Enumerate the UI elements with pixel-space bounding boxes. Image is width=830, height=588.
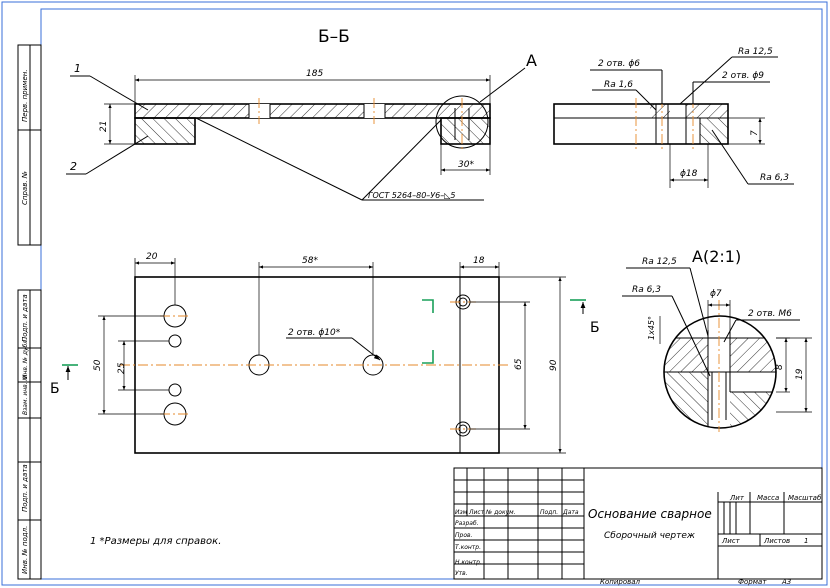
dim-90: 90	[549, 359, 559, 371]
dim-58: 58*	[302, 256, 318, 266]
ra-12-5-detail: Ra 12,5	[642, 257, 677, 267]
col-doc: № докум.	[485, 509, 516, 516]
dim-185: 185	[306, 69, 323, 79]
reference-note: 1 *Размеры для справок.	[90, 536, 221, 547]
listov-value: 1	[804, 537, 808, 545]
listov-label: Листов	[763, 537, 790, 545]
row-razrab: Разраб.	[455, 520, 479, 527]
cut-mark-right: Б	[590, 320, 600, 336]
weld-note: ГОСТ 5264–80–У6–◺5	[368, 191, 456, 200]
drawing-name: Основание сварное	[588, 507, 712, 521]
title-block: Изм Лист № докум. Подп. Дата Разраб. Про…	[453, 467, 823, 586]
ra-12-5-side: Ra 12,5	[738, 47, 773, 57]
dim-65: 65	[514, 358, 524, 370]
row-tkontr: Т.контр.	[455, 544, 481, 551]
ra-6-3-detail: Ra 6,3	[632, 285, 661, 295]
detail-title: А(2:1)	[692, 247, 741, 266]
kopiroval-label: Копировал	[600, 578, 641, 586]
side-label-vzam: Взам. инв. №	[22, 374, 29, 415]
side-section-view: Ra 12,5 2 отв. ϕ6 2 отв. ϕ9 Ra 1,6 7 ϕ18…	[553, 47, 794, 188]
dim-30: 30*	[458, 160, 474, 170]
chamfer-label: 1х45°	[647, 316, 656, 340]
col-sign: Подп.	[540, 509, 558, 516]
dim-19: 19	[795, 368, 805, 380]
holes-9-label: 2 отв. ϕ9	[722, 71, 764, 81]
side-strip: Перв. примен. Справ. № Подп. и дата Инв.…	[17, 44, 42, 580]
dim-21: 21	[99, 121, 109, 132]
part-2-label: 2	[70, 160, 77, 173]
col-izm: Изм	[455, 509, 468, 516]
side-label-perv: Перв. примен.	[21, 69, 29, 122]
drawing-doc-type: Сборочный чертеж	[604, 531, 696, 541]
row-nkontr: Н.контр.	[455, 559, 482, 566]
dim-phi7: ϕ7	[710, 289, 722, 299]
side-label-podp2: Подп. и дата	[21, 464, 29, 512]
side-label-dubl: Инв. № дубл.	[22, 338, 29, 379]
ra-6-3-side: Ra 6,3	[760, 173, 789, 183]
inner-frame	[40, 8, 823, 580]
dim-18-top: 18	[473, 256, 485, 266]
col-list: Лист	[468, 509, 485, 516]
side-label-podl: Инв. № подл.	[21, 526, 29, 574]
col-date: Дата	[562, 509, 579, 516]
dim-phi18: ϕ18	[680, 169, 698, 179]
massa-label: Масса	[757, 494, 779, 502]
detail-ref: А	[526, 51, 537, 70]
ra-1-6-label: Ra 1,6	[604, 80, 633, 90]
lit-label: Лит	[729, 494, 745, 502]
format-value: А3	[781, 578, 791, 586]
section-view: Б–Б А 185 21	[66, 27, 537, 201]
side-label-sprav: Справ. №	[21, 171, 29, 205]
list-label: Лист	[721, 537, 741, 545]
section-title: Б–Б	[318, 27, 350, 47]
dim-7-side: 7	[750, 130, 760, 136]
dim-25: 25	[117, 362, 127, 374]
part-1-label: 1	[74, 62, 81, 75]
dim-8: 8	[775, 364, 785, 370]
cut-mark-left: Б	[50, 381, 60, 397]
holes-m6-label: 2 отв. М6	[748, 309, 792, 319]
dim-50: 50	[93, 359, 103, 371]
plan-view: Б Б 20 58* 18 2 отв. ϕ10* 50 25	[50, 252, 600, 454]
holes-10-label: 2 отв. ϕ10*	[288, 328, 341, 338]
row-utv: Утв.	[455, 570, 468, 577]
detail-view: А(2:1) ϕ7 Ra 12,5 Ra 6,3	[622, 247, 812, 432]
format-label: Формат	[738, 578, 767, 586]
side-label-podp1: Подп. и дата	[21, 294, 29, 342]
dim-20: 20	[146, 252, 158, 262]
row-prov: Пров.	[455, 532, 473, 539]
masshtab-label: Масштаб	[788, 494, 822, 502]
holes-6-label: 2 отв. ϕ6	[598, 59, 640, 69]
